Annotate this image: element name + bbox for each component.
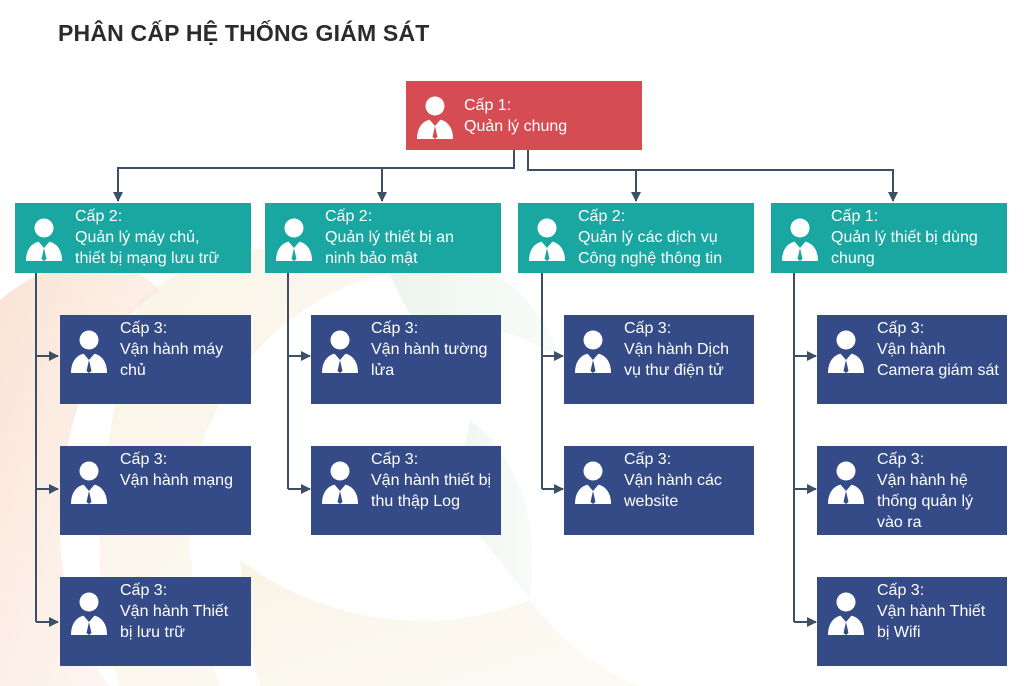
- person-icon: [574, 460, 612, 504]
- node-level: Cấp 3:: [120, 582, 168, 599]
- node-label: Quản lý các dịch vụ Công nghệ thông tin: [578, 229, 723, 267]
- node-branch-4: Cấp 1: Quản lý thiết bị dùng chung: [771, 203, 1007, 273]
- node-level: Cấp 3:: [120, 320, 168, 337]
- node-level: Cấp 2:: [75, 208, 123, 225]
- person-icon: [70, 329, 108, 373]
- root-to-level2-connectors: [113, 150, 898, 202]
- node-label: Vận hành mạng: [120, 472, 233, 489]
- node-branch-3-child-1: Cấp 3: Vận hành Dịch vụ thư điện tử: [564, 315, 754, 404]
- person-icon: [528, 217, 566, 261]
- node-level: Cấp 3:: [371, 451, 419, 468]
- node-label: Vận hành Dịch vụ thư điện tử: [624, 341, 729, 379]
- person-icon: [70, 460, 108, 504]
- node-branch-1-child-1: Cấp 3: Vận hành máy chủ: [60, 315, 251, 404]
- node-label: Quản lý máy chủ, thiết bị mạng lưu trữ: [75, 229, 220, 267]
- node-level: Cấp 1:: [464, 97, 512, 114]
- node-level: Cấp 1:: [831, 208, 879, 225]
- person-icon: [574, 329, 612, 373]
- connector-root-branch-3: [527, 150, 641, 202]
- node-branch-2-child-2: Cấp 3: Vận hành thiết bị thu thập Log: [311, 446, 501, 535]
- page-title: PHÂN CẤP HỆ THỐNG GIÁM SÁT: [58, 20, 430, 46]
- node-label: Vận hành Thiết bị Wifi: [877, 603, 986, 641]
- node-label: Vận hành tường lửa: [371, 341, 488, 379]
- node-label: Vận hành máy chủ: [120, 341, 224, 379]
- connector-root-branch-2: [377, 167, 514, 202]
- node-level: Cấp 3:: [120, 451, 168, 468]
- node-label: Vận hành các website: [624, 472, 722, 510]
- node-label: Quản lý thiết bị dùng chung: [831, 229, 978, 267]
- node-branch-4-child-2: Cấp 3: Vận hành hệ thống quản lý vào ra: [817, 446, 1007, 535]
- person-icon: [827, 591, 865, 635]
- node-level: Cấp 3:: [624, 320, 672, 337]
- person-icon: [827, 460, 865, 504]
- level2-to-level3-connectors: [35, 273, 817, 627]
- node-branch-2: Cấp 2: Quản lý thiết bị an ninh bảo mật: [265, 203, 501, 273]
- node-label: Vận hành Camera giám sát: [877, 341, 999, 379]
- node-level: Cấp 3:: [877, 320, 925, 337]
- node-root: Cấp 1: Quản lý chung: [406, 81, 642, 150]
- node-level: Cấp 3:: [624, 451, 672, 468]
- node-branch-4-child-1: Cấp 3: Vận hành Camera giám sát: [817, 315, 1007, 404]
- person-icon: [416, 95, 454, 139]
- person-icon: [827, 329, 865, 373]
- person-icon: [70, 591, 108, 635]
- node-level: Cấp 2:: [578, 208, 626, 225]
- person-icon: [25, 217, 63, 261]
- node-branch-2-child-1: Cấp 3: Vận hành tường lửa: [311, 315, 501, 404]
- node-branch-3-child-2: Cấp 3: Vận hành các website: [564, 446, 754, 535]
- node-level: Cấp 2:: [325, 208, 373, 225]
- node-branch-1-child-2: Cấp 3: Vận hành mạng: [60, 446, 251, 535]
- node-label: Vận hành Thiết bị lưu trữ: [120, 603, 229, 641]
- node-branch-1: Cấp 2: Quản lý máy chủ, thiết bị mạng lư…: [15, 203, 251, 273]
- node-label: Quản lý chung: [464, 118, 568, 135]
- node-branch-3: Cấp 2: Quản lý các dịch vụ Công nghệ thô…: [518, 203, 754, 273]
- node-branch-4-child-3: Cấp 3: Vận hành Thiết bị Wifi: [817, 577, 1007, 666]
- connector-root-branch-1: [113, 150, 515, 202]
- person-icon: [321, 329, 359, 373]
- node-label: Vận hành thiết bị thu thập Log: [371, 472, 492, 510]
- node-label: Vận hành hệ thống quản lý vào ra: [877, 472, 974, 531]
- node-level: Cấp 3:: [371, 320, 419, 337]
- person-icon: [321, 460, 359, 504]
- node-branch-1-child-3: Cấp 3: Vận hành Thiết bị lưu trữ: [60, 577, 251, 666]
- node-label: Quản lý thiết bị an ninh bảo mật: [325, 229, 454, 267]
- person-icon: [781, 217, 819, 261]
- node-level: Cấp 3:: [877, 451, 925, 468]
- connector-root-branch-4: [636, 169, 898, 202]
- node-level: Cấp 3:: [877, 582, 925, 599]
- person-icon: [275, 217, 313, 261]
